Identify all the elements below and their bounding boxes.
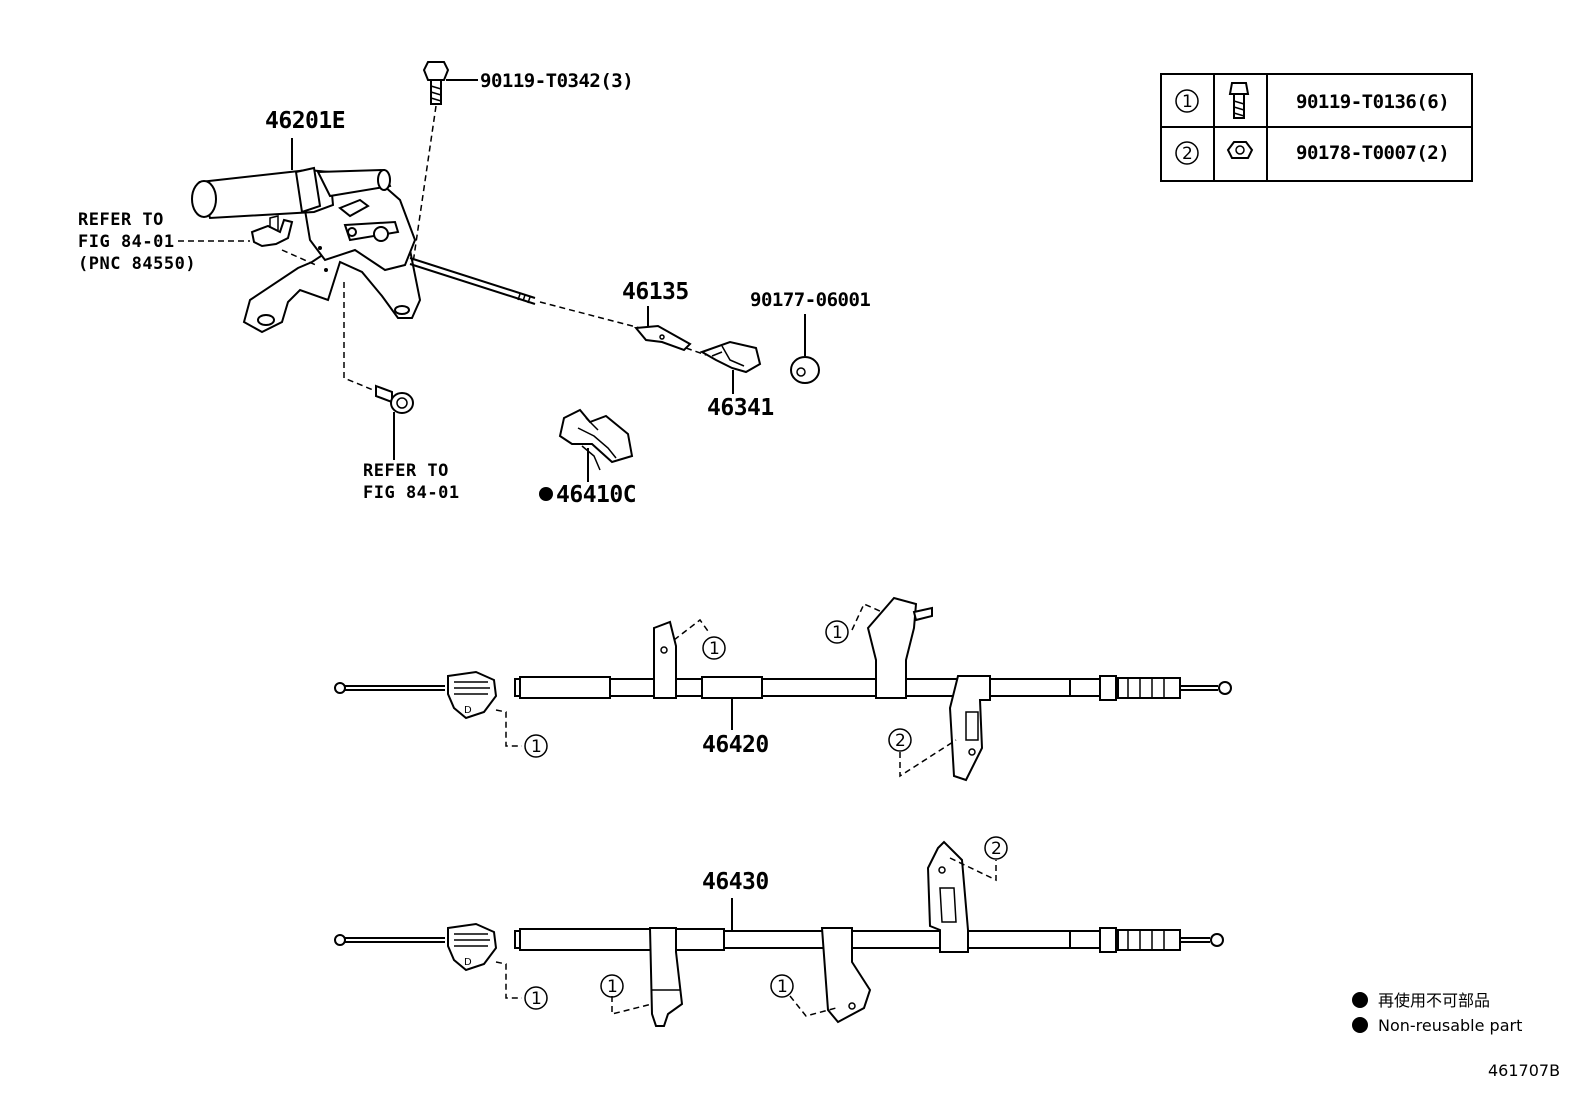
callout-circle-1f-text: 1 [777, 977, 788, 997]
callout-circle-1b [702, 636, 726, 660]
46430-guide-4 [949, 857, 997, 882]
svg-text:D: D [464, 957, 472, 968]
callout-circle-1c [825, 620, 849, 644]
legend-line-1: 再使用不可部品 [1378, 991, 1490, 1010]
part-46135[interactable] [634, 324, 692, 352]
bolt-top-guide [411, 105, 437, 271]
part-46341[interactable] [699, 340, 762, 374]
callout-circle-1a [524, 734, 548, 758]
label-46420: 46420 [702, 732, 769, 758]
circle-1-mark [1175, 89, 1199, 113]
figure-id: 461707B [1488, 1061, 1560, 1080]
46135-guide [685, 347, 707, 356]
nut-90177[interactable] [790, 356, 820, 384]
label-46410c: 46410C [556, 482, 636, 508]
non-reusable-mark [539, 487, 553, 501]
callout-circle-1e [600, 974, 624, 998]
callout-circle-1b-text: 1 [709, 639, 720, 659]
bolt-icon [1228, 82, 1250, 119]
fastener-table [1160, 73, 1473, 182]
cable-46430-bracket-a[interactable] [648, 927, 684, 1027]
svg-text:D: D [464, 705, 472, 716]
46430-guide-3 [789, 995, 837, 1017]
cable-46430-bracket-b[interactable] [820, 927, 872, 1024]
callout-circle-2b-text: 2 [991, 839, 1002, 859]
bolt-top[interactable] [422, 61, 450, 105]
cable-46420-bracket-b[interactable] [866, 596, 933, 699]
cable-46430-bracket-c[interactable] [926, 840, 969, 953]
rod-guide [539, 301, 641, 329]
legend-dot-1 [1352, 992, 1368, 1008]
label-90177: 90177-06001 [750, 289, 870, 311]
label-46135: 46135 [622, 279, 689, 305]
bolt-lower[interactable] [375, 384, 414, 414]
cable-46420-bracket-a[interactable] [653, 620, 677, 699]
table-row-1: 1 90119-T0136(6) [1175, 82, 1450, 119]
callout-circle-2a [888, 728, 912, 752]
legend-line-2: Non-reusable part [1378, 1016, 1522, 1035]
lever-rod [409, 257, 536, 305]
46420-guide-4 [899, 739, 957, 778]
table-row-2-part: 90178-T0007(2) [1296, 142, 1449, 164]
cable-46420-bracket-c[interactable] [948, 675, 991, 782]
label-46430: 46430 [702, 869, 769, 895]
callout-circle-1d [524, 986, 548, 1010]
callout-circle-2b [984, 836, 1008, 860]
legend-dot-2 [1352, 1017, 1368, 1033]
part-46410c[interactable] [558, 408, 634, 471]
refer-text-2-line1: REFER TO [363, 461, 449, 481]
callout-circle-1e-text: 1 [607, 977, 618, 997]
46430-guide-2 [611, 996, 653, 1015]
cable-46430-clamp[interactable]: D [447, 922, 498, 972]
label-bolt-top: 90119-T0342(3) [480, 70, 633, 92]
brake-switch[interactable] [250, 215, 294, 248]
table-row-1-part: 90119-T0136(6) [1296, 91, 1449, 113]
refer-text-1-line3: (PNC 84550) [78, 254, 196, 274]
cable-46420-clamp[interactable]: D [447, 670, 498, 720]
table-row-2-mark: 2 [1182, 144, 1193, 164]
lower-bolt-guide [343, 282, 379, 393]
table-row-2: 2 90178-T0007(2) [1175, 141, 1450, 165]
callout-circle-1a-text: 1 [531, 737, 542, 757]
callout-circle-1c-text: 1 [832, 623, 843, 643]
46420-guide-3 [851, 603, 883, 631]
nut-icon [1226, 141, 1254, 159]
table-row-1-mark: 1 [1182, 92, 1193, 112]
label-lever-assy: 46201E [265, 108, 345, 134]
circle-2-mark [1175, 141, 1199, 165]
label-46341: 46341 [707, 395, 774, 421]
refer-text-1-line1: REFER TO [78, 210, 164, 230]
parking-brake-lever[interactable] [191, 166, 422, 334]
46430-guide-1 [495, 961, 522, 999]
callout-circle-1f [770, 974, 794, 998]
rod-thread [517, 293, 531, 304]
refer-text-1-line2: FIG 84-01 [78, 232, 175, 252]
switch-guide [281, 249, 319, 267]
callout-circle-2a-text: 2 [895, 731, 906, 751]
refer-text-2-line2: FIG 84-01 [363, 483, 460, 503]
46420-guide-1 [495, 709, 522, 747]
46420-guide-2 [673, 618, 711, 641]
callout-circle-1d-text: 1 [531, 989, 542, 1009]
